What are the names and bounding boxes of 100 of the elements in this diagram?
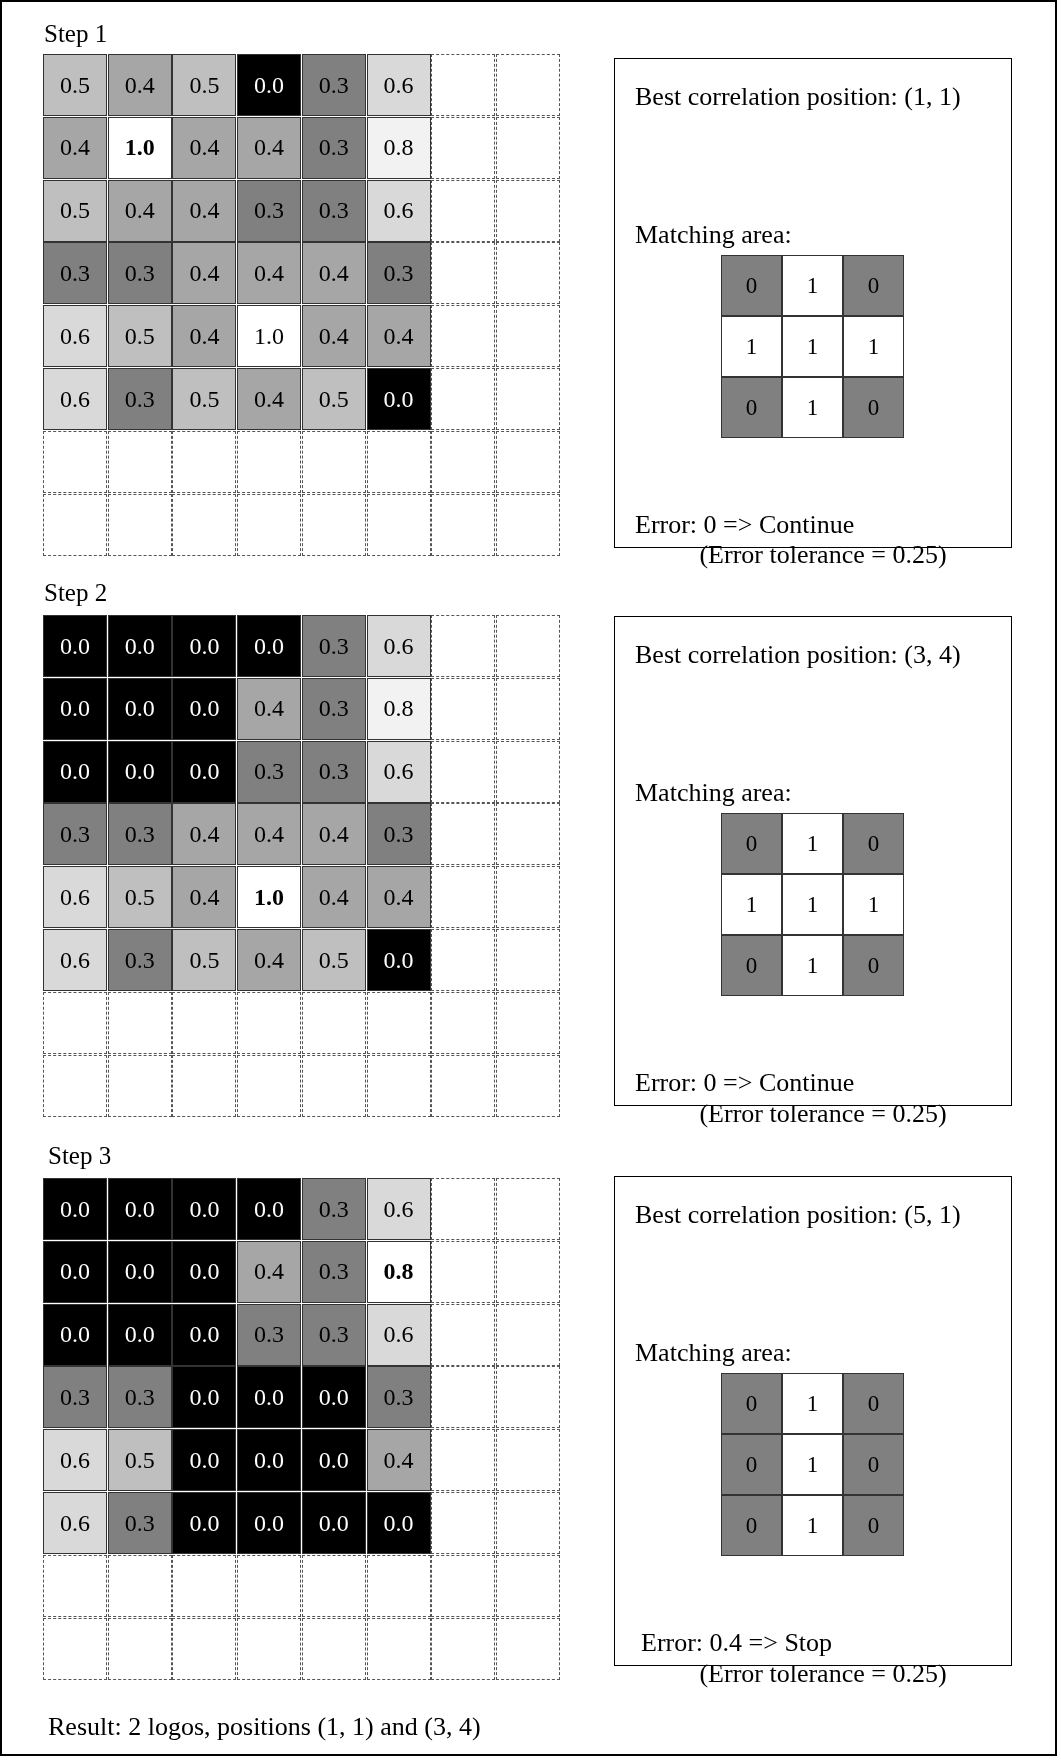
mask-cell: 1 — [782, 316, 843, 377]
pixel-cell: 0.6 — [366, 615, 431, 677]
pixel-cell: 0.5 — [172, 368, 237, 430]
mask-cell: 1 — [721, 874, 782, 935]
pixel-cell: 0.3 — [301, 615, 366, 677]
pixel-cell: 0.0 — [301, 1429, 366, 1492]
pixel-cell: 0.4 — [172, 803, 237, 866]
pixel-cell: 0.5 — [172, 54, 237, 116]
pixel-cell: 0.5 — [107, 866, 172, 929]
mask-cell: 1 — [782, 1495, 843, 1556]
pixel-cell: 0.5 — [172, 929, 237, 991]
pixel-cell: 0.4 — [366, 305, 431, 368]
pixel-cell: 0.4 — [366, 866, 431, 929]
pixel-cell: 0.4 — [172, 866, 237, 929]
pixel-cell: 0.6 — [43, 368, 107, 430]
pixel-cell: 0.4 — [237, 803, 302, 866]
pixel-cell: 0.3 — [107, 1492, 172, 1554]
mask-cell: 0 — [721, 377, 782, 438]
heading-text: Matching area: — [635, 1337, 793, 1369]
pixel-cell: 0.6 — [366, 54, 431, 116]
pixel-cell: 0.0 — [237, 1366, 302, 1429]
step-title: Step 2 — [44, 579, 108, 607]
pixel-cell: 0.3 — [366, 803, 431, 866]
pixel-cell: 0.0 — [172, 1178, 237, 1240]
mask-cell: 1 — [782, 1373, 843, 1434]
pixel-cell: 0.0 — [301, 1492, 366, 1554]
position-text: Best correlation position: (1, 1) — [635, 81, 962, 113]
pixel-cell: 0.6 — [43, 1429, 107, 1492]
pixel-cell: 0.3 — [237, 1303, 302, 1366]
pixel-cell: 0.4 — [172, 116, 237, 179]
pixel-cell: 0.0 — [107, 1303, 172, 1366]
pixel-cell: 0.0 — [107, 740, 172, 803]
result-panel — [614, 616, 1012, 1106]
pixel-cell: 0.0 — [366, 929, 431, 991]
pixel-cell: 0.5 — [107, 305, 172, 368]
pixel-cell: 0.6 — [366, 1303, 431, 1366]
mask-cell: 0 — [843, 1434, 904, 1495]
mask-cell: 0 — [721, 1373, 782, 1434]
mask-cell: 0 — [843, 1495, 904, 1556]
pixel-cell: 0.3 — [301, 54, 366, 116]
pixel-cell: 0.3 — [301, 1303, 366, 1366]
pixel-cell: 0.3 — [237, 179, 302, 242]
mask-cell: 0 — [843, 255, 904, 316]
mask-cell: 1 — [782, 935, 843, 996]
pixel-cell: 0.8 — [366, 116, 431, 179]
pixel-cell: 0.4 — [107, 54, 172, 116]
pixel-cell: 0.3 — [366, 1366, 431, 1429]
pixel-cell: 0.3 — [107, 1366, 172, 1429]
error-text: Error: 0.4 => Stop — [641, 1627, 834, 1659]
pixel-cell: 0.3 — [107, 368, 172, 430]
position-text: Best correlation position: (3, 4) — [635, 639, 962, 671]
mask-cell: 1 — [782, 874, 843, 935]
pixel-cell: 0.0 — [237, 1492, 302, 1554]
pixel-cell: 0.5 — [301, 368, 366, 430]
pixel-cell: 0.3 — [43, 242, 107, 305]
mask-cell: 1 — [782, 813, 843, 874]
pixel-cell: 0.5 — [43, 179, 107, 242]
pixel-cell: 0.4 — [172, 179, 237, 242]
result-panel — [614, 1176, 1012, 1666]
pixel-cell: 0.3 — [301, 116, 366, 179]
pixel-cell: 0.6 — [43, 1492, 107, 1554]
pixel-cell: 0.6 — [43, 305, 107, 368]
pixel-cell: 0.0 — [237, 615, 302, 677]
pixel-cell: 0.0 — [366, 1492, 431, 1554]
pixel-cell: 0.4 — [237, 116, 302, 179]
error-text: Error: 0 => Continue — [635, 509, 856, 541]
mask-cell: 0 — [721, 1495, 782, 1556]
pixel-cell: 0.3 — [301, 1178, 366, 1240]
pixel-cell: 1.0 — [107, 116, 172, 179]
pixel-cell: 0.0 — [43, 1303, 107, 1366]
mask-cell: 0 — [843, 935, 904, 996]
pixel-cell: 0.4 — [43, 116, 107, 179]
heading-text: Matching area: — [635, 219, 793, 251]
pixel-cell: 0.6 — [366, 1178, 431, 1240]
pixel-cell: 0.5 — [43, 54, 107, 116]
pixel-cell: 0.3 — [43, 1366, 107, 1429]
pixel-cell: 0.0 — [172, 1303, 237, 1366]
pixel-cell: 0.3 — [366, 242, 431, 305]
heading-text: Matching area: — [635, 777, 793, 809]
pixel-cell: 0.0 — [366, 368, 431, 430]
pixel-cell: 0.0 — [107, 1240, 172, 1303]
pixel-cell: 0.3 — [301, 1240, 366, 1303]
pixel-cell: 0.4 — [366, 1429, 431, 1492]
pixel-cell: 0.6 — [366, 740, 431, 803]
mask-cell: 1 — [782, 255, 843, 316]
pixel-cell: 0.4 — [237, 1240, 302, 1303]
pixel-cell: 1.0 — [237, 305, 302, 368]
pixel-cell: 0.4 — [301, 305, 366, 368]
pixel-cell: 0.4 — [237, 242, 302, 305]
pixel-cell: 0.0 — [237, 54, 302, 116]
pixel-cell: 0.4 — [301, 866, 366, 929]
pixel-cell: 0.0 — [172, 1366, 237, 1429]
pixel-cell: 0.6 — [43, 866, 107, 929]
mask-cell: 0 — [721, 935, 782, 996]
error-text: Error: 0 => Continue — [635, 1067, 856, 1099]
mask-cell: 0 — [843, 377, 904, 438]
pixel-cell: 0.3 — [237, 740, 302, 803]
pixel-cell: 0.0 — [172, 1240, 237, 1303]
pixel-cell: 0.0 — [43, 1240, 107, 1303]
pixel-cell: 0.4 — [172, 242, 237, 305]
